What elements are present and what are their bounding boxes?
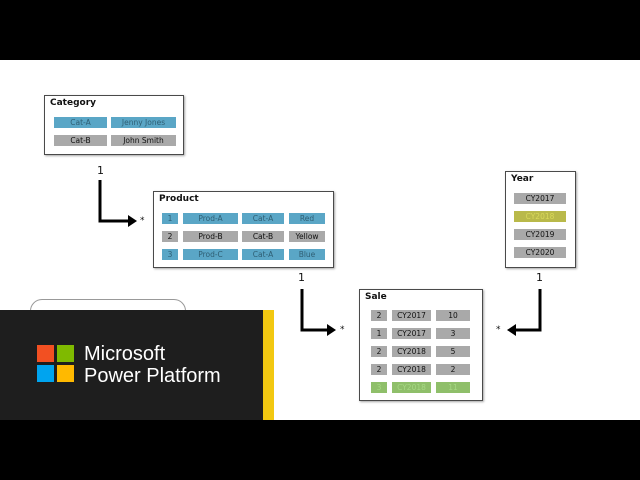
year-cell-highlighted: CY2018 <box>514 211 566 222</box>
cardinality-one-label: 1 <box>536 271 543 284</box>
product-cell: Prod-C <box>183 249 238 260</box>
category-cell: Cat-B <box>54 135 107 146</box>
cardinality-one-label: 1 <box>298 271 305 284</box>
year-table: Year CY2017 CY2018 CY2019 CY2020 <box>505 171 576 268</box>
sale-cell: 2 <box>371 310 387 321</box>
sale-cell: CY2017 <box>392 310 431 321</box>
year-table-title: Year <box>511 174 534 184</box>
sale-cell: 2 <box>436 364 470 375</box>
cardinality-many-label: * <box>340 325 345 335</box>
sale-cell: 3 <box>436 328 470 339</box>
sale-row-2: 1 CY2017 3 <box>360 326 482 342</box>
product-row-1: 1 Prod-A Cat-A Red <box>154 211 333 227</box>
cardinality-many-label: * <box>140 216 145 226</box>
product-cell: Cat-A <box>242 249 284 260</box>
category-cell: Jenny Jones <box>111 117 176 128</box>
product-cell: Cat-B <box>242 231 284 242</box>
product-cell: Prod-B <box>183 231 238 242</box>
arrowhead-left-icon <box>507 324 516 336</box>
brand-title-line1: Microsoft <box>84 343 166 365</box>
category-to-product-connector <box>98 180 137 227</box>
year-cell: CY2019 <box>514 229 566 240</box>
logo-square-blue <box>37 365 54 382</box>
product-cell: 1 <box>162 213 178 224</box>
product-row-3: 3 Prod-C Cat-A Blue <box>154 247 333 263</box>
year-row-1: CY2017 <box>506 191 575 207</box>
connector-line <box>300 289 327 332</box>
product-table: Product 1 Prod-A Cat-A Red 2 Prod-B Cat-… <box>153 191 334 268</box>
logo-square-green <box>57 345 74 362</box>
cardinality-one-label: 1 <box>97 164 104 177</box>
brand-accent-bar <box>263 310 274 420</box>
year-cell: CY2020 <box>514 247 566 258</box>
sale-cell: CY2018 <box>392 382 431 393</box>
sale-cell: 10 <box>436 310 470 321</box>
sale-cell: 11 <box>436 382 470 393</box>
sale-row-1: 2 CY2017 10 <box>360 308 482 324</box>
category-row-1: Cat-A Jenny Jones <box>45 115 183 131</box>
product-cell: 3 <box>162 249 178 260</box>
sale-row-3: 2 CY2018 5 <box>360 344 482 360</box>
category-cell: Cat-A <box>54 117 107 128</box>
sale-cell: CY2018 <box>392 346 431 357</box>
sale-cell: CY2018 <box>392 364 431 375</box>
category-row-2: Cat-B John Smith <box>45 133 183 149</box>
microsoft-logo-icon <box>37 345 74 382</box>
arrowhead-right-icon <box>327 324 336 336</box>
year-row-3: CY2019 <box>506 227 575 243</box>
product-cell: Yellow <box>289 231 325 242</box>
sale-cell: 2 <box>371 364 387 375</box>
sale-row-4: 2 CY2018 2 <box>360 362 482 378</box>
sale-table-title: Sale <box>365 292 387 302</box>
product-cell: Prod-A <box>183 213 238 224</box>
category-table-title: Category <box>50 98 97 108</box>
category-cell: John Smith <box>111 135 176 146</box>
connector-line <box>98 180 128 223</box>
category-table: Category Cat-A Jenny Jones Cat-B John Sm… <box>44 95 184 155</box>
product-table-title: Product <box>159 194 199 204</box>
data-model-diagram: Category Cat-A Jenny Jones Cat-B John Sm… <box>0 60 640 420</box>
brand-title-line2: Power Platform <box>84 365 221 387</box>
sale-cell: 1 <box>371 328 387 339</box>
sale-cell: 5 <box>436 346 470 357</box>
sale-cell: 2 <box>371 346 387 357</box>
relationship-connectors <box>98 180 542 336</box>
sale-row-5: 3 CY2018 11 <box>360 380 482 396</box>
logo-square-yellow <box>57 365 74 382</box>
product-cell: Red <box>289 213 325 224</box>
product-to-sale-connector <box>300 289 336 336</box>
sale-cell: CY2017 <box>392 328 431 339</box>
arrowhead-right-icon <box>128 215 137 227</box>
logo-square-red <box>37 345 54 362</box>
connector-line <box>516 289 542 332</box>
product-cell: 2 <box>162 231 178 242</box>
year-cell: CY2017 <box>514 193 566 204</box>
product-cell: Cat-A <box>242 213 284 224</box>
product-cell: Blue <box>289 249 325 260</box>
year-row-4: CY2020 <box>506 245 575 261</box>
product-row-2: 2 Prod-B Cat-B Yellow <box>154 229 333 245</box>
year-row-2: CY2018 <box>506 209 575 225</box>
year-to-sale-connector <box>507 289 542 336</box>
cardinality-many-label: * <box>496 325 501 335</box>
sale-table: Sale 2 CY2017 10 1 CY2017 3 2 CY2018 5 2… <box>359 289 483 401</box>
sale-cell: 3 <box>371 382 387 393</box>
